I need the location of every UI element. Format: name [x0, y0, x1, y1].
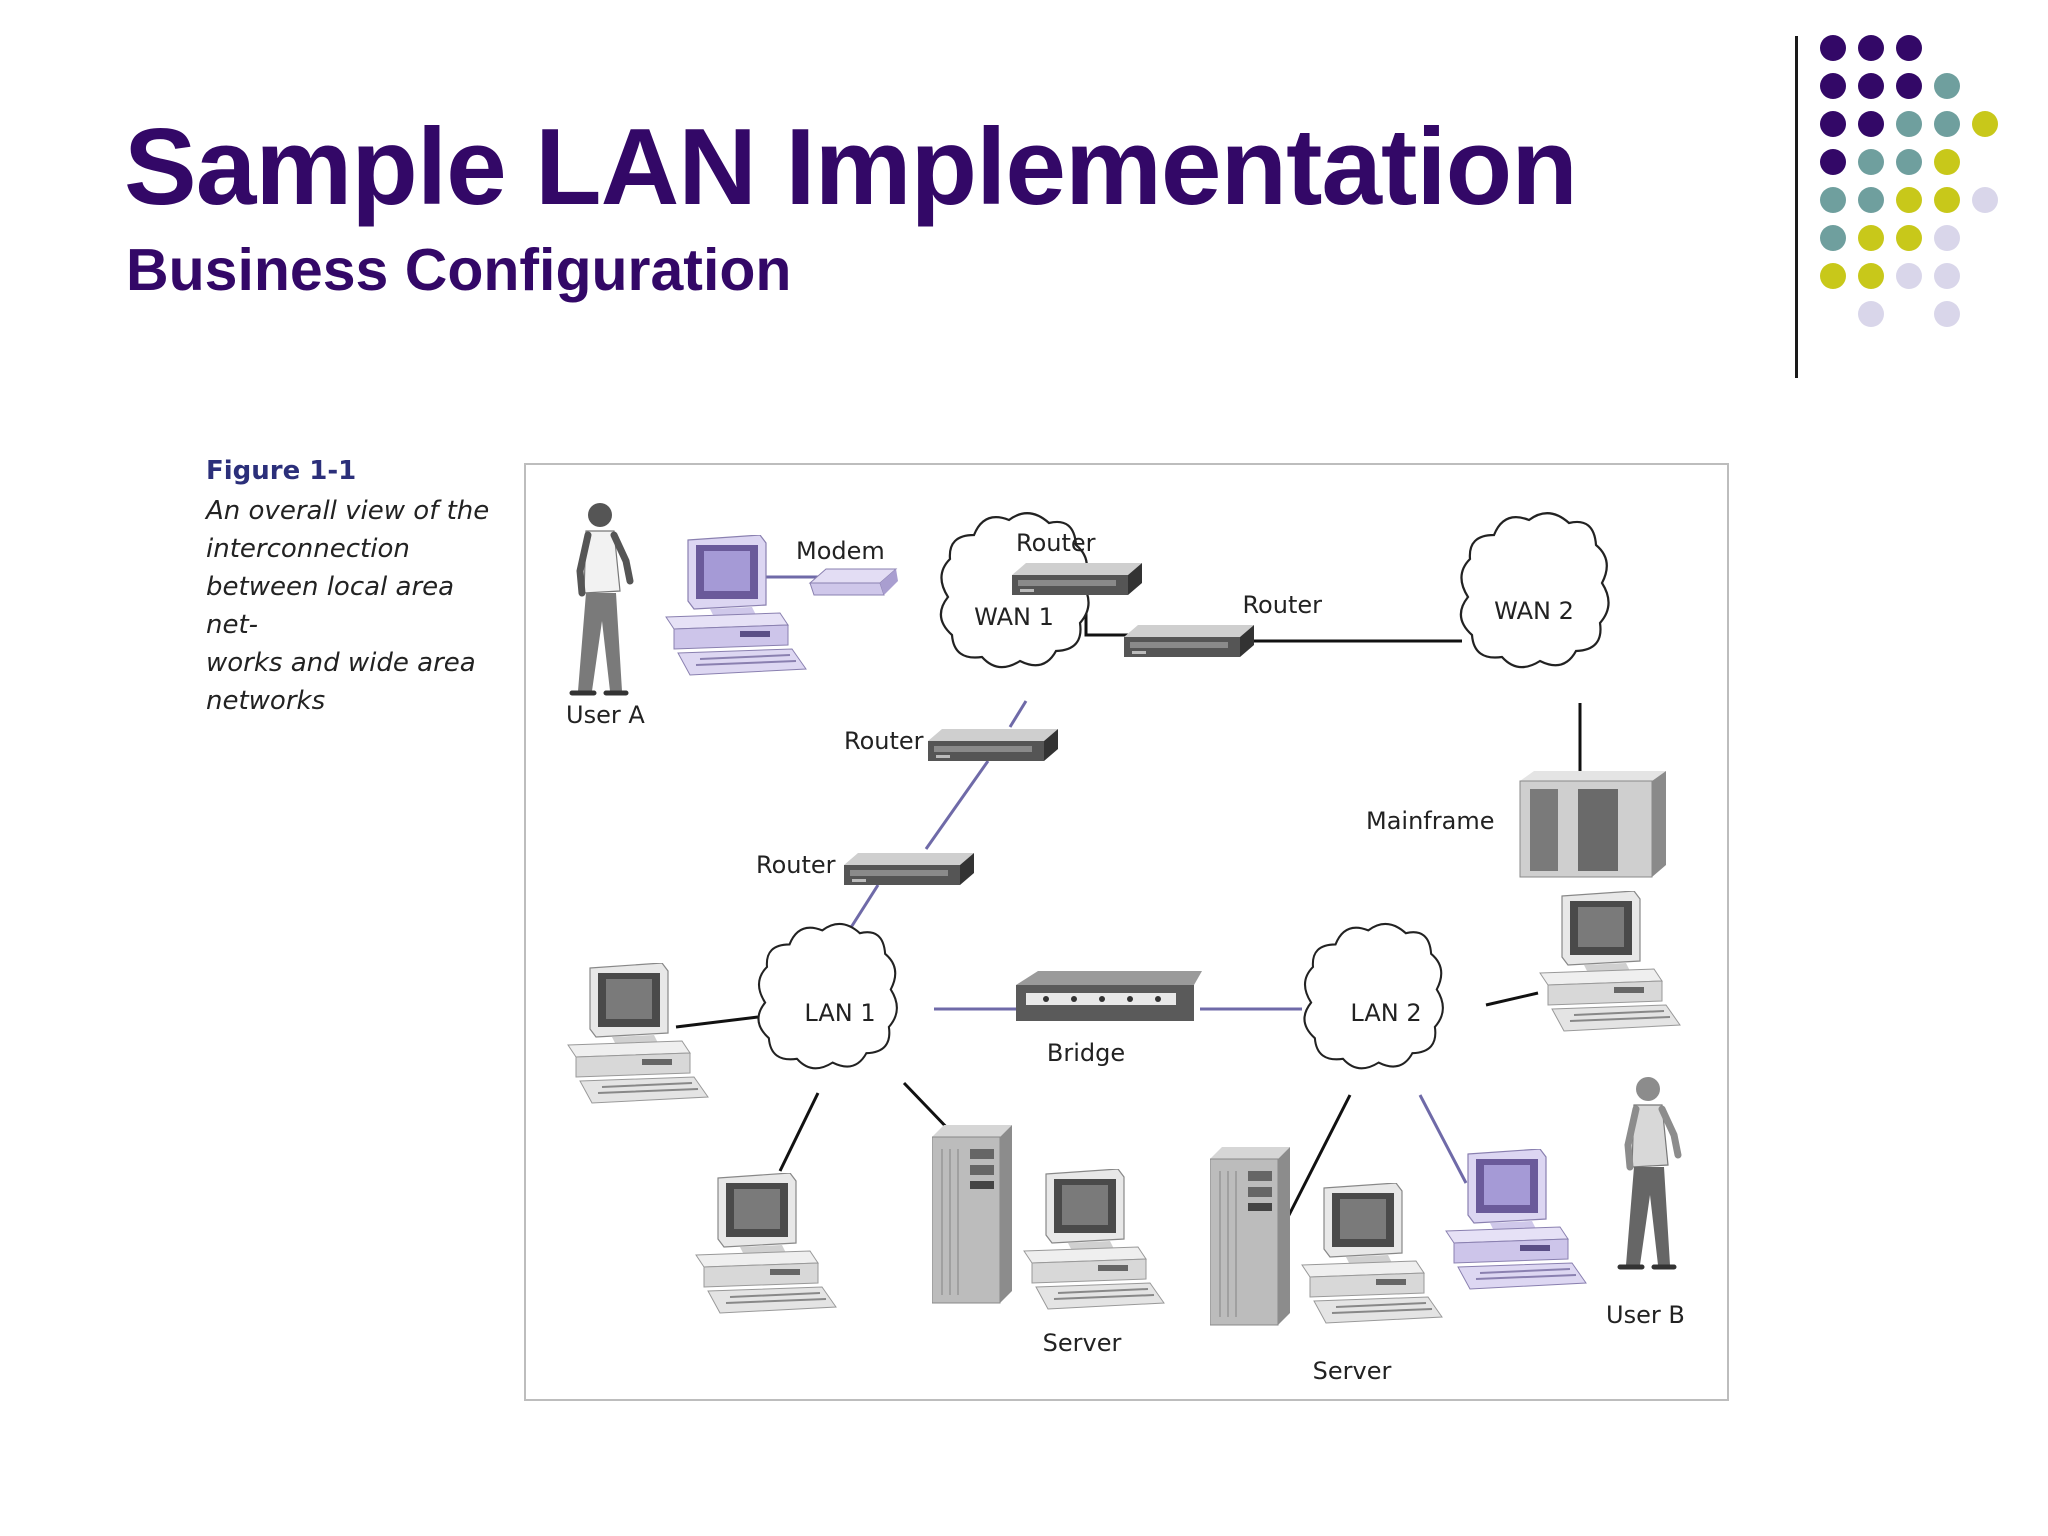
decorative-dot	[1934, 263, 1960, 289]
decorative-dot	[1934, 225, 1960, 251]
caption-line: interconnection	[206, 534, 410, 564]
caption-line: An overall view of the	[206, 496, 490, 526]
figure-caption-text: An overall view of the interconnection b…	[206, 492, 506, 720]
user-a: User A	[566, 503, 645, 729]
decorative-dot	[1896, 225, 1922, 251]
network-diagram: WAN 1 WAN 2 LAN 1 LAN 2 User A Modem Rou…	[524, 463, 1729, 1401]
user-a-computer	[665, 535, 807, 676]
decorative-dot	[1858, 149, 1884, 175]
decorative-dot	[1858, 187, 1884, 213]
decorative-dot	[1934, 111, 1960, 137]
caption-line: networks	[206, 686, 326, 716]
router-wan-top-label: Router	[1016, 529, 1096, 557]
decorative-dot	[1896, 111, 1922, 137]
modem-label: Modem	[796, 537, 885, 565]
router-mid-lower: Router	[756, 851, 974, 885]
modem: Modem	[796, 537, 898, 596]
mainframe: Mainframe	[1366, 771, 1666, 878]
lan2-computer-right	[1539, 891, 1681, 1032]
lan1-label: LAN 1	[804, 999, 875, 1027]
decorative-dot	[1934, 301, 1960, 327]
decorative-dot	[1896, 187, 1922, 213]
divider-line	[1795, 36, 1798, 378]
decorative-dot	[1858, 263, 1884, 289]
link-lan1-server-left	[902, 1081, 954, 1135]
link-router-low-lan1	[848, 884, 880, 930]
wan2-cloud: WAN 2	[1459, 512, 1610, 669]
decorative-dot	[1896, 73, 1922, 99]
user-b-label: User B	[1606, 1301, 1685, 1329]
connection-lines	[675, 575, 1582, 1218]
mainframe-label: Mainframe	[1366, 807, 1494, 835]
decorative-dot	[1820, 35, 1846, 61]
decorative-dot	[1820, 149, 1846, 175]
decorative-dot	[1858, 111, 1884, 137]
decorative-dot	[1820, 263, 1846, 289]
link-wan1-router-mid	[1008, 700, 1028, 728]
router-wan-top: Router	[1012, 529, 1142, 595]
decorative-dot	[1896, 35, 1922, 61]
router-mid-lower-label: Router	[756, 851, 836, 879]
wan1-label: WAN 1	[974, 603, 1054, 631]
decorative-dot	[1972, 111, 1998, 137]
bridge: Bridge	[1016, 971, 1202, 1067]
lan2-cloud: LAN 2	[1303, 922, 1444, 1070]
decorative-dot	[1820, 73, 1846, 99]
link-router-top-router-right	[1084, 595, 1134, 637]
figure-caption-title: Figure 1-1	[206, 456, 357, 486]
router-wan-right-label: Router	[1242, 591, 1322, 619]
decorative-dot	[1896, 263, 1922, 289]
decorative-dot	[1858, 73, 1884, 99]
user-b-computer	[1445, 1149, 1587, 1290]
decorative-dot	[1820, 225, 1846, 251]
slide-title: Sample LAN Implementation	[124, 106, 1578, 228]
user-b: User B	[1606, 1077, 1685, 1329]
wan2-label: WAN 2	[1494, 597, 1574, 625]
lan2-label: LAN 2	[1350, 999, 1421, 1027]
decorative-dot	[1934, 149, 1960, 175]
link-lan2-pc-right	[1485, 991, 1539, 1007]
server-right: Server	[1210, 1147, 1443, 1385]
link-lan1-pc-left	[675, 1015, 759, 1029]
decorative-dot	[1934, 73, 1960, 99]
link-router-mid-router-low	[924, 760, 990, 850]
decorative-dot	[1820, 187, 1846, 213]
lan1-computer-left	[567, 963, 709, 1104]
link-lan2-user-b-pc	[1418, 1094, 1468, 1184]
user-a-label: User A	[566, 701, 645, 729]
server-left: Server	[932, 1125, 1165, 1357]
slide-subtitle: Business Configuration	[126, 237, 792, 303]
router-wan-right: Router	[1124, 591, 1322, 657]
decorative-dot	[1858, 225, 1884, 251]
link-lan2-server-right	[1286, 1094, 1352, 1218]
decorative-dot	[1972, 187, 1998, 213]
lan1-cloud: LAN 1	[757, 922, 898, 1070]
decorative-dot-grid	[1820, 35, 1998, 327]
caption-line: works and wide area	[206, 648, 476, 678]
decorative-dot	[1934, 187, 1960, 213]
decorative-dot	[1896, 149, 1922, 175]
figure-caption: Figure 1-1 An overall view of the interc…	[206, 456, 506, 720]
wan1-cloud: WAN 1	[939, 512, 1090, 669]
router-mid-upper: Router	[844, 727, 1058, 761]
decorative-dot	[1820, 111, 1846, 137]
decorative-dot	[1858, 35, 1884, 61]
decorative-dot	[1858, 301, 1884, 327]
link-lan1-pc-bottom	[778, 1092, 820, 1172]
server-left-label: Server	[1043, 1329, 1122, 1357]
router-mid-upper-label: Router	[844, 727, 924, 755]
lan1-computer-bottom	[695, 1173, 837, 1314]
caption-line: between local area net-	[206, 572, 455, 640]
server-right-label: Server	[1313, 1357, 1392, 1385]
bridge-label: Bridge	[1047, 1039, 1125, 1067]
